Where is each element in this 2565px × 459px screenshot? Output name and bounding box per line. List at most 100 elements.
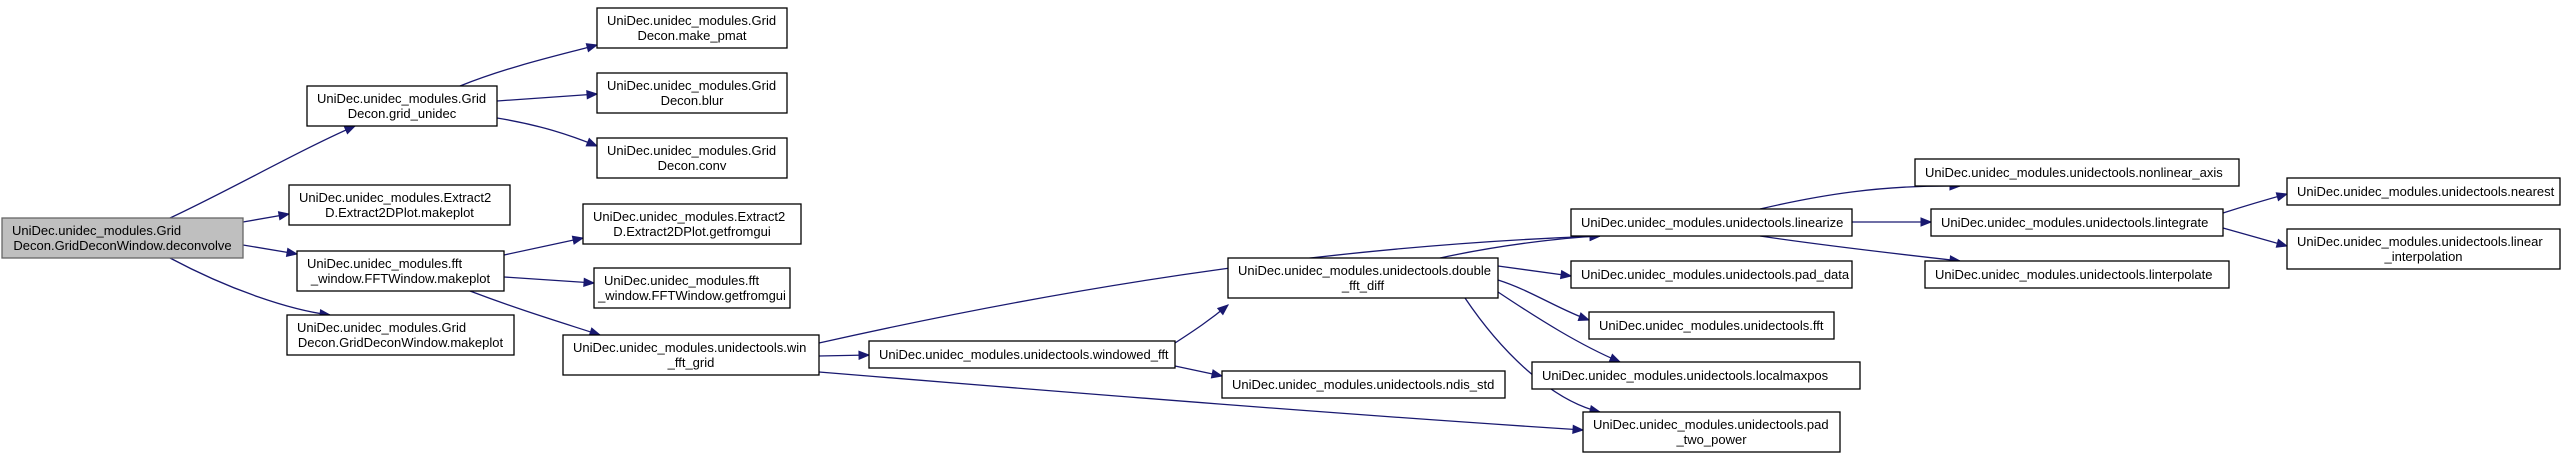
node-label: UniDec.unidec_modules.unidectools.neares… (2297, 184, 2555, 199)
arrowhead-icon (1608, 353, 1622, 363)
graph-node-n20[interactable]: UniDec.unidec_modules.unidectools.linteg… (1930, 208, 2224, 237)
node-box (596, 7, 788, 49)
edge-line (503, 276, 595, 284)
graph-node-n17[interactable]: UniDec.unidec_modules.unidectools.localm… (1531, 361, 1861, 390)
arrowhead-icon (586, 90, 599, 100)
graph-node-n11[interactable]: UniDec.unidec_modules.unidectools.window… (868, 340, 1176, 369)
graph-node-n22[interactable]: UniDec.unidec_modules.unidectools.neares… (2286, 177, 2561, 206)
node-label: _window.FFTWindow.getfromgui (597, 288, 786, 303)
graph-node-n13[interactable]: UniDec.unidec_modules.unidectools.ndis_s… (1221, 370, 1506, 399)
arrowhead-icon (1559, 269, 1573, 280)
arrowhead-icon (2275, 192, 2289, 202)
node-label: UniDec.unidec_modules.unidectools.linear… (1581, 215, 1843, 230)
node-box (2286, 228, 2561, 270)
node-box (306, 85, 498, 127)
node-label: UniDec.unidec_modules.Extract2 (299, 190, 491, 205)
arrowhead-icon (585, 137, 599, 147)
node-box (1582, 411, 1841, 453)
arrowhead-icon (2275, 238, 2289, 248)
node-label: _fft_grid (667, 355, 715, 370)
node-label: UniDec.unidec_modules.unidectools.nonlin… (1925, 165, 2223, 180)
edge-n0-n2 (242, 211, 291, 223)
node-label: _fft_diff (1341, 278, 1385, 293)
node-label: _two_power (1675, 432, 1747, 447)
edge-n12-n15 (1497, 265, 1573, 280)
graph-node-n19[interactable]: UniDec.unidec_modules.unidectools.nonlin… (1914, 158, 2240, 187)
edge-n3-n9 (503, 276, 596, 288)
graph-node-n12[interactable]: UniDec.unidec_modules.unidectools.double… (1227, 257, 1499, 299)
edge-n20-n22 (2222, 192, 2289, 214)
arrowhead-icon (277, 211, 291, 221)
graph-node-n2[interactable]: UniDec.unidec_modules.Extract2D.Extract2… (288, 184, 511, 226)
graph-node-n0[interactable]: UniDec.unidec_modules.GridDecon.GridDeco… (1, 217, 244, 259)
node-box (562, 334, 820, 376)
graph-node-n7[interactable]: UniDec.unidec_modules.GridDecon.conv (596, 137, 788, 179)
edges-layer (169, 43, 2289, 435)
node-label: UniDec.unidec_modules.unidectools.linteg… (1941, 215, 2208, 230)
edge-n14-n20 (1852, 217, 1933, 227)
edge-n1-n6 (496, 90, 599, 102)
graph-node-n15[interactable]: UniDec.unidec_modules.unidectools.pad_da… (1570, 260, 1853, 289)
edge-n14-n21 (1759, 235, 1962, 265)
edge-n10-n11 (818, 350, 871, 360)
node-label: UniDec.unidec_modules.unidectools.fft (1599, 318, 1824, 333)
graph-node-n21[interactable]: UniDec.unidec_modules.unidectools.linter… (1924, 260, 2230, 289)
node-label: _interpolation (2383, 249, 2462, 264)
node-box (1570, 260, 1853, 289)
node-label: UniDec.unidec_modules.Extract2 (593, 209, 785, 224)
node-label: UniDec.unidec_modules.Grid (317, 91, 486, 106)
graph-node-n8[interactable]: UniDec.unidec_modules.Extract2D.Extract2… (582, 203, 802, 245)
node-label: UniDec.unidec_modules.Grid (607, 13, 776, 28)
node-label: Decon.GridDeconWindow.makeplot (298, 335, 504, 350)
edge-line (169, 257, 331, 316)
arrowhead-icon (1920, 217, 1933, 227)
arrowhead-icon (343, 125, 357, 135)
edge-n12-n16 (1497, 279, 1591, 322)
graph-node-n10[interactable]: UniDec.unidec_modules.unidectools.win_ff… (562, 334, 820, 376)
node-box (593, 267, 791, 309)
graph-node-n1[interactable]: UniDec.unidec_modules.GridDecon.grid_uni… (306, 85, 498, 127)
graph-node-n4[interactable]: UniDec.unidec_modules.GridDecon.GridDeco… (286, 314, 515, 356)
node-box (582, 203, 802, 245)
arrowhead-icon (1216, 304, 1230, 316)
graph-node-n6[interactable]: UniDec.unidec_modules.GridDecon.blur (596, 72, 788, 114)
edge-line (1759, 235, 1961, 262)
arrowhead-icon (858, 350, 871, 360)
graph-node-n16[interactable]: UniDec.unidec_modules.unidectools.fft (1588, 311, 1835, 340)
graph-node-n14[interactable]: UniDec.unidec_modules.unidectools.linear… (1570, 208, 1853, 237)
edge-line (818, 371, 1584, 431)
graph-node-n18[interactable]: UniDec.unidec_modules.unidectools.pad_tw… (1582, 411, 1841, 453)
graph-node-n5[interactable]: UniDec.unidec_modules.GridDecon.make_pma… (596, 7, 788, 49)
node-label: UniDec.unidec_modules.Grid (12, 223, 181, 238)
edge-line (496, 93, 598, 102)
node-box (1930, 208, 2224, 237)
node-label: _window.FFTWindow.makeplot (310, 271, 491, 286)
node-label: UniDec.unidec_modules.unidectools.double (1238, 263, 1491, 278)
arrowhead-icon (583, 277, 596, 288)
arrowhead-icon (571, 235, 585, 245)
graph-node-n3[interactable]: UniDec.unidec_modules.fft_window.FFTWind… (296, 250, 505, 292)
edge-line (496, 117, 598, 147)
node-box (288, 184, 511, 226)
node-box (596, 72, 788, 114)
edge-n1-n5 (459, 43, 599, 87)
arrowhead-icon (1210, 369, 1224, 379)
node-label: D.Extract2DPlot.makeplot (325, 205, 474, 220)
node-box (1221, 370, 1506, 399)
arrowhead-icon (285, 247, 299, 257)
node-box (596, 137, 788, 179)
arrowhead-icon (1577, 312, 1591, 322)
node-box (1924, 260, 2230, 289)
node-label: UniDec.unidec_modules.unidectools.pad_da… (1581, 267, 1850, 282)
edge-n11-n12 (1174, 304, 1230, 344)
graph-node-n23[interactable]: UniDec.unidec_modules.unidectools.linear… (2286, 228, 2561, 270)
node-label: Decon.make_pmat (637, 28, 746, 43)
node-label: Decon.blur (661, 93, 725, 108)
graph-node-n9[interactable]: UniDec.unidec_modules.fft_window.FFTWind… (593, 267, 791, 309)
nodes-layer: UniDec.unidec_modules.GridDecon.GridDeco… (1, 7, 2561, 453)
edge-line (469, 290, 601, 336)
edge-line (1497, 265, 1572, 277)
node-label: UniDec.unidec_modules.Grid (607, 78, 776, 93)
node-label: Decon.grid_unidec (348, 106, 457, 121)
